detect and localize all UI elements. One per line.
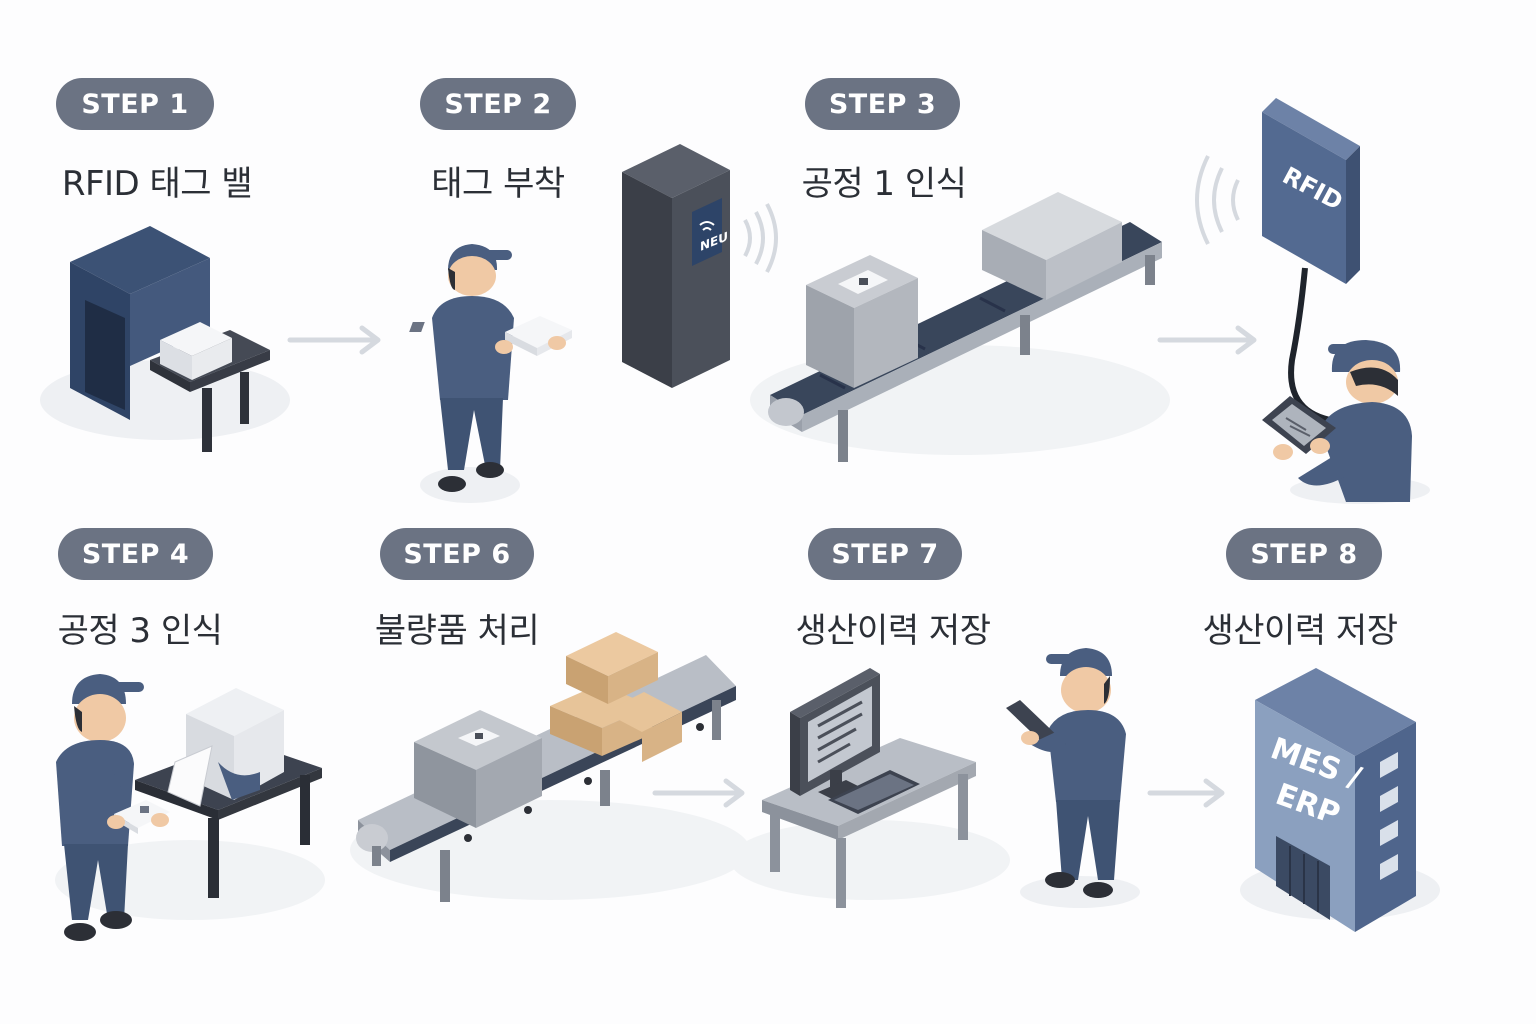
step-7-badge: STEP 7 (808, 528, 962, 580)
conveyor-process-1 (750, 192, 1170, 462)
arrow-step3-to-antenna (1157, 325, 1257, 355)
worker-with-tablet (1262, 340, 1430, 504)
step-8-title: 생산이력 저장 (1202, 611, 1399, 651)
step-7-title: 생산이력 저장 (795, 611, 992, 651)
label-printer-machine (40, 226, 290, 452)
arrow-step1-to-2 (287, 325, 381, 355)
rfid-antenna-panel: RFID (1195, 98, 1360, 423)
step-8-badge: STEP 8 (1226, 528, 1382, 580)
mes-erp-building: MES / ERP (1240, 668, 1440, 932)
step-4-title: 공정 3 인식 (57, 611, 223, 651)
defect-handling-conveyor (350, 632, 750, 902)
rfid-reader-tower: NEU (622, 144, 778, 388)
step-6-badge: STEP 6 (380, 528, 534, 580)
arrow-step7-to-8 (1147, 778, 1225, 808)
arrow-step6-to-7 (652, 778, 745, 808)
step-3-title: 공정 1 인식 (801, 164, 967, 204)
step-1-badge: STEP 1 (56, 78, 214, 130)
desk-with-computer (730, 668, 1010, 908)
step-4-badge: STEP 4 (58, 528, 213, 580)
step-1-title: RFID 태그 밸 (61, 164, 253, 204)
worker-with-clipboard (1006, 648, 1140, 908)
step-2-title: 태그 부착 (431, 164, 565, 204)
step-6-title: 불량품 처리 (374, 611, 540, 651)
worker-attaching-tag (409, 244, 572, 503)
step-3-badge: STEP 3 (805, 78, 960, 130)
step-2-badge: STEP 2 (420, 78, 576, 130)
worker-with-printer-table (55, 674, 325, 941)
